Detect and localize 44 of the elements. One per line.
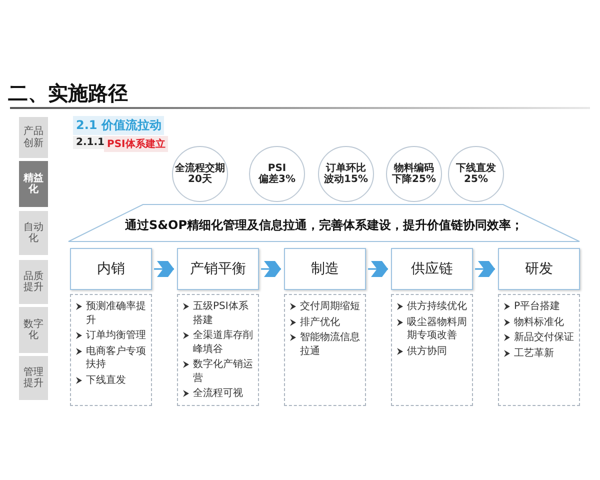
heading: 二、实施路径: [8, 80, 128, 107]
stage-box: 制造: [284, 248, 366, 290]
banner-shape: [68, 204, 580, 242]
metric-circle: 全流程交期 20天: [172, 146, 228, 202]
side-tab: 自动化: [19, 211, 48, 255]
list-item: 物料标准化: [514, 316, 564, 329]
list-item: 五级PSI体系搭建: [193, 300, 250, 327]
metric-circle: 物料编码 下降25%: [386, 146, 442, 202]
list-item: 电商客户专项扶持: [86, 344, 147, 372]
list-item: 供方持续优化: [407, 300, 467, 314]
list-item: 下线直发: [86, 374, 126, 387]
list-item: P平台搭建: [514, 300, 560, 314]
list-item: 全流程可视: [193, 387, 243, 400]
stage-box: 内销: [70, 248, 152, 290]
banner-text: 通过S&OP精细化管理及信息拉通，完善体系建设，提升价值链协同效率；: [124, 217, 524, 234]
side-tab: 管理提升: [19, 356, 48, 400]
list-item: 全渠道库存削峰填谷: [193, 329, 254, 356]
side-tab: 品质提升: [19, 260, 48, 304]
list-item: 交付周期缩短: [300, 300, 360, 314]
metric-circle: 订单环比 波动15%: [318, 146, 374, 202]
section-heading: 2.1 价值流拉动: [73, 116, 164, 135]
list-item: 预测准确率提升: [86, 300, 147, 327]
stage-box: 供应链: [391, 248, 473, 290]
bullet-list-box: [177, 294, 259, 406]
subsection-heading: PSI体系建立: [104, 136, 168, 152]
bullet-list-box: [498, 294, 580, 406]
metric-circle: PSI 偏差3%: [249, 146, 305, 202]
metric-circle: 下线直发 25%: [448, 146, 504, 202]
bullet-list-box: [70, 294, 152, 406]
list-item: 排产优化: [300, 316, 340, 329]
list-item: 吸尘器物料周期专项改善: [407, 316, 468, 342]
bullet-list-box: [391, 294, 473, 406]
stage-box: 研发: [498, 248, 580, 290]
list-item: 新品交付保证: [514, 331, 574, 344]
side-tab: 数字化: [19, 307, 48, 353]
bullet-list-box: [284, 294, 366, 406]
side-tab: 产品创新: [19, 117, 48, 158]
side-tab: 精益化: [19, 161, 48, 207]
stage-box: 产销平衡: [177, 248, 259, 290]
list-item: 订单均衡管理: [86, 329, 146, 342]
list-item: 供方协同: [407, 344, 447, 358]
list-item: 工艺革新: [514, 346, 554, 360]
list-item: 数字化产销运营: [193, 358, 254, 385]
list-item: 智能物流信息拉通: [300, 331, 361, 358]
